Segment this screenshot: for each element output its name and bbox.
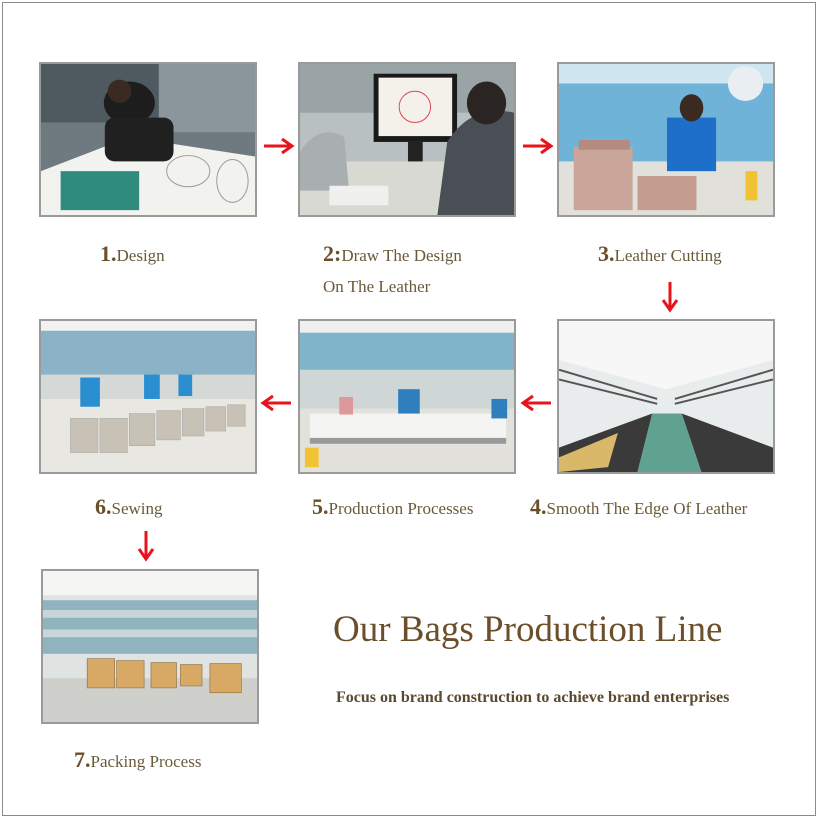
step-label: Smooth The Edge Of Leather [546,499,748,518]
step-caption-leather-cutting: 3.Leather Cutting [598,238,722,271]
step-label: Packing Process [90,752,202,771]
step-number: 6. [95,494,112,519]
step-caption-sewing: 6.Sewing [95,491,163,524]
step-label: Design [116,246,165,265]
step-label: Production Processes [328,499,474,518]
step-label: Draw The Design [341,246,462,265]
step-caption-design: 1.Design [100,238,165,271]
step-number: 1. [100,241,117,266]
tagline: Focus on brand construction to achieve b… [336,689,730,706]
step-number: 3. [598,241,615,266]
photo-design [39,62,257,217]
photo-production-processes [298,319,516,474]
step-number: 4. [530,494,547,519]
arrow-left-icon [519,393,553,413]
step-caption-production-processes: 5.Production Processes [312,491,473,524]
arrow-left-icon [259,393,293,413]
step-caption-smooth-edge: 4.Smooth The Edge Of Leather [530,491,747,524]
photo-packing [41,569,259,724]
photo-leather-cutting [557,62,775,217]
photo-draw-design [298,62,516,217]
step-number: 7. [74,747,91,772]
photo-sewing [39,319,257,474]
arrow-down-icon [136,529,156,563]
step-number: 5. [312,494,329,519]
page-title: Our Bags Production Line [333,609,723,650]
arrow-right-icon [521,136,555,156]
step-label-line2: On The Leather [323,277,431,296]
arrow-down-icon [660,280,680,314]
photo-smooth-edge [557,319,775,474]
arrow-right-icon [262,136,296,156]
step-label: Leather Cutting [614,246,722,265]
step-number: 2: [323,241,342,266]
step-caption-draw-design: 2:Draw The Design On The Leather [323,238,462,302]
step-caption-packing: 7.Packing Process [74,744,201,777]
step-label: Sewing [111,499,163,518]
